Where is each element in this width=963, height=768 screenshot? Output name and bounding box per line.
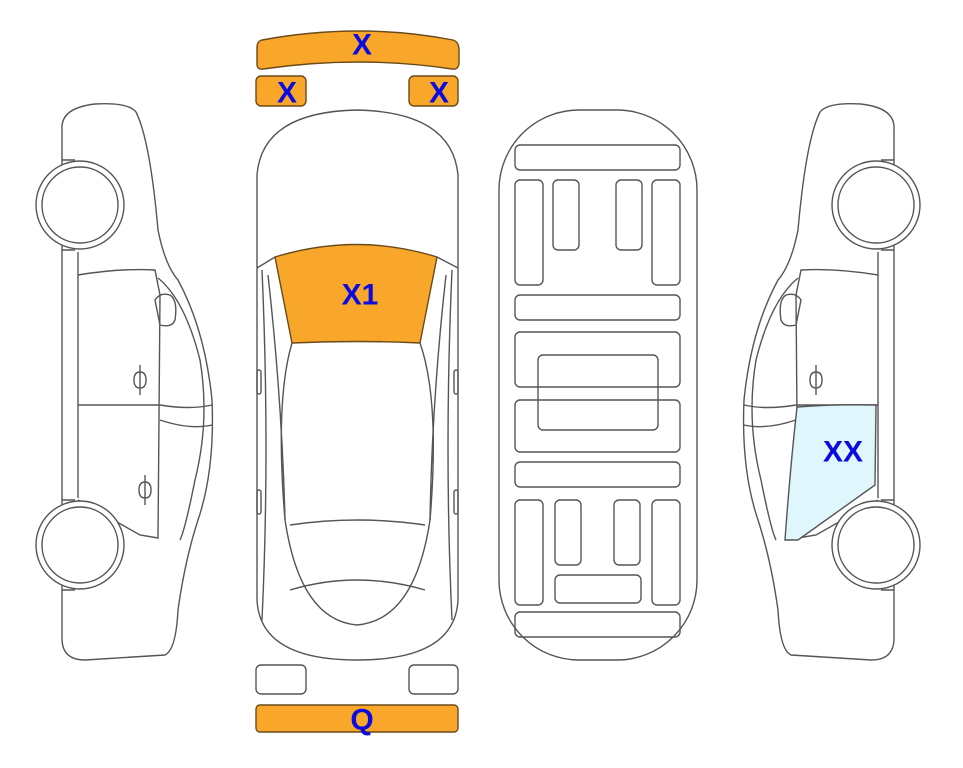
car-top-view: X1: [256, 109, 459, 661]
car-left-side-view: [35, 102, 214, 661]
front-left-light[interactable]: X: [255, 75, 307, 110]
rear-right-light[interactable]: [408, 664, 459, 695]
front-bumper-label: X: [352, 29, 372, 62]
rear-bumper-shape[interactable]: [255, 704, 459, 733]
car-underside-view: [498, 109, 698, 661]
right-front-door-glass-shape[interactable]: [784, 404, 877, 541]
car-right-side-view: XX: [742, 102, 921, 661]
rear-left-light[interactable]: [255, 664, 307, 695]
front-left-light-label: X: [277, 77, 297, 110]
front-bumper-shape[interactable]: [256, 30, 460, 70]
windshield-label: X1: [342, 279, 379, 312]
front-right-light-label: X: [429, 77, 449, 110]
front-bumper[interactable]: X: [256, 29, 460, 70]
windshield-shape[interactable]: [274, 243, 438, 344]
windshield[interactable]: X1: [274, 243, 438, 344]
front-right-light-shape[interactable]: [408, 75, 459, 107]
car-top-body[interactable]: [256, 109, 459, 661]
rear-bumper-label: Q: [350, 704, 373, 737]
front-left-light-shape[interactable]: [255, 75, 307, 107]
front-right-light[interactable]: X: [408, 75, 459, 110]
right-front-door-glass[interactable]: XX: [784, 404, 877, 541]
underside-body[interactable]: [498, 109, 698, 661]
rear-bumper[interactable]: Q: [255, 704, 459, 737]
right-front-door-glass-label: XX: [823, 436, 863, 469]
